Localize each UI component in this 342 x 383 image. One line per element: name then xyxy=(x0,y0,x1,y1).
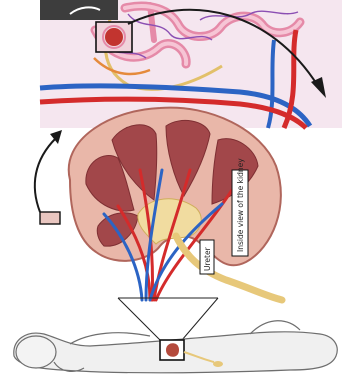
arrow-to-nephron-panel xyxy=(35,138,56,212)
inside-view-label-text: Inside view of the kidney xyxy=(236,158,245,252)
ureter-label: Ureter xyxy=(200,240,214,274)
reclining-body xyxy=(14,298,337,373)
nephron-location-marker xyxy=(40,212,60,224)
body-kidney-icon xyxy=(166,343,179,357)
body-bladder-hint xyxy=(213,361,223,367)
inside-view-label: Inside view of the kidney xyxy=(232,158,248,256)
ureter-label-text: Ureter xyxy=(203,246,212,271)
body-head xyxy=(16,336,56,368)
zoom-cone-right xyxy=(182,298,218,340)
glomerulus xyxy=(105,28,123,46)
